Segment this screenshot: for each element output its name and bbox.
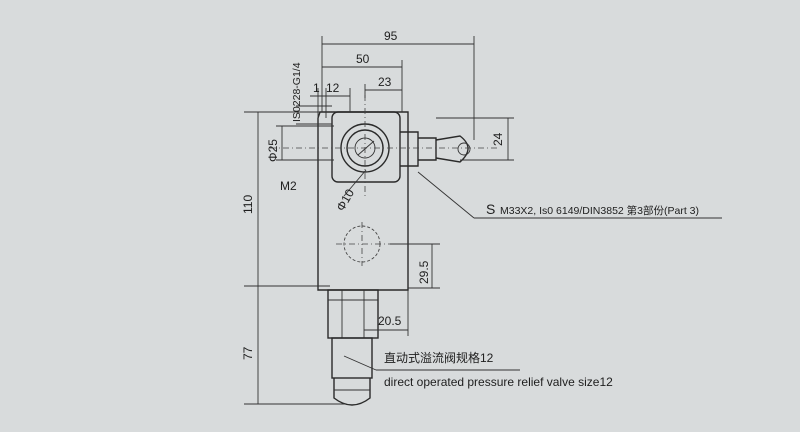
annotations: M2 S M33X2, Is0 6149/DIN3852 第3部份(Part 3… — [280, 179, 699, 389]
dim-50: 50 — [356, 52, 370, 66]
title-english: direct operated pressure relief valve si… — [384, 375, 613, 389]
label-m2: M2 — [280, 179, 297, 193]
dim-12: 12 — [326, 81, 340, 95]
title-chinese: 直动式溢流阀规格12 — [384, 350, 494, 365]
label-s-letter: S — [486, 201, 495, 217]
dimension-lines — [244, 36, 722, 405]
dim-23: 23 — [378, 75, 392, 89]
dim-20-5: 20.5 — [378, 314, 402, 328]
dim-24: 24 — [491, 132, 505, 146]
dim-phi25: Φ25 — [266, 139, 280, 162]
dim-77: 77 — [241, 346, 255, 360]
dim-1: 1 — [313, 81, 320, 95]
dim-95: 95 — [384, 29, 398, 43]
valve-body — [270, 95, 500, 406]
label-s-spec: M33X2, Is0 6149/DIN3852 第3部份(Part 3) — [500, 204, 699, 217]
dim-port-thread: IS0228-G1/4 — [291, 62, 303, 122]
dim-29-5: 29.5 — [417, 260, 431, 284]
dim-110: 110 — [241, 195, 255, 214]
